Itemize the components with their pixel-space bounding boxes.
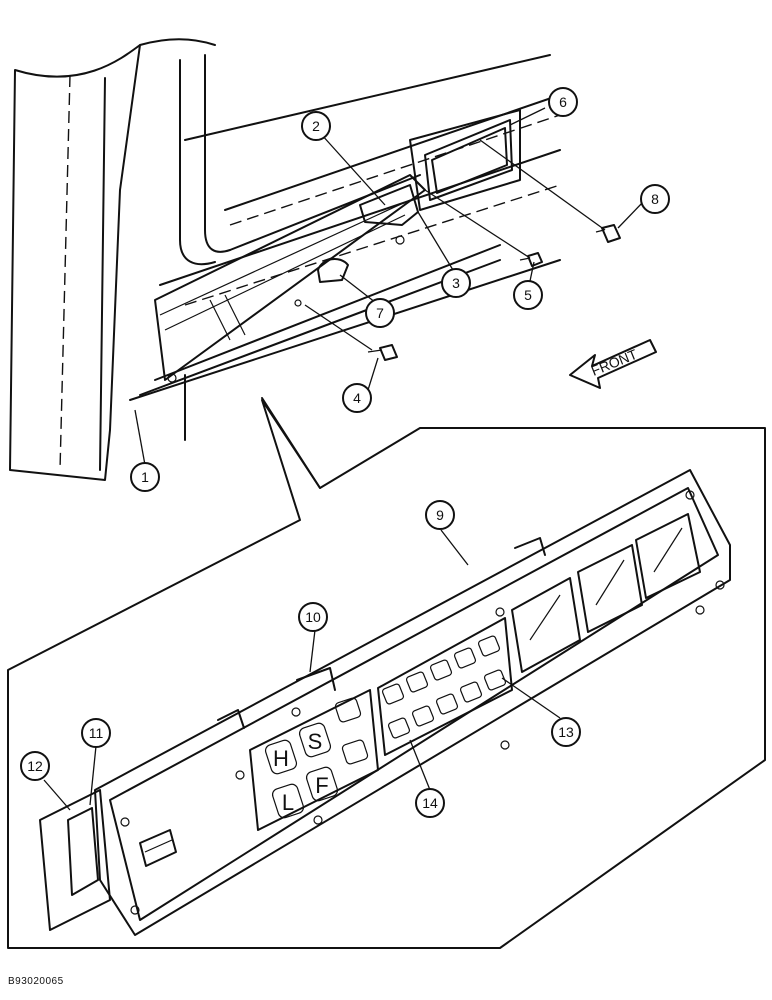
key-switch-pad: H S L F (249, 689, 379, 831)
svg-text:6: 6 (559, 94, 567, 110)
svg-text:11: 11 (89, 725, 104, 741)
gauge-2 (577, 544, 643, 633)
svg-text:13: 13 (558, 724, 574, 740)
screw-8 (595, 224, 621, 243)
svg-text:4: 4 (353, 390, 361, 406)
indicator-cluster (377, 617, 513, 756)
screw-4 (367, 344, 398, 361)
svg-text:1: 1 (141, 469, 149, 485)
callout-6: 6 (548, 87, 578, 117)
callout-13: 13 (551, 717, 581, 747)
callout-9: 9 (425, 500, 455, 530)
callout-1: 1 (130, 462, 160, 492)
svg-text:5: 5 (524, 287, 532, 303)
key-h-label: H (273, 746, 289, 771)
svg-text:10: 10 (305, 609, 321, 625)
svg-text:8: 8 (651, 191, 659, 207)
recess-panel (409, 109, 521, 211)
cab-frame (9, 38, 561, 481)
callout-7: 7 (365, 298, 395, 328)
callout-4: 4 (342, 383, 372, 413)
front-label: FRONT (589, 346, 640, 379)
svg-text:12: 12 (27, 758, 43, 774)
trim-panel (139, 174, 501, 396)
svg-text:14: 14 (422, 795, 438, 811)
callout-group: 1 2 3 4 5 6 7 8 9 10 11 12 13 14 (20, 87, 670, 818)
leader-lines-upper (134, 107, 645, 466)
callout-8: 8 (640, 184, 670, 214)
callout-14: 14 (415, 788, 445, 818)
callout-5: 5 (513, 280, 543, 310)
leader-lines-lower (43, 529, 561, 811)
callout-2: 2 (301, 111, 331, 141)
key-l-label: L (282, 790, 294, 815)
callout-11: 11 (81, 718, 111, 748)
callout-12: 12 (20, 751, 50, 781)
key-f-label: F (315, 773, 328, 798)
callout-10: 10 (298, 602, 328, 632)
gauge-3 (635, 513, 701, 599)
gauge-1 (511, 577, 581, 673)
front-direction-arrow: FRONT (569, 339, 657, 389)
detail-frame (7, 397, 766, 949)
svg-text:2: 2 (312, 118, 320, 134)
callout-3: 3 (441, 268, 471, 298)
svg-text:7: 7 (376, 305, 384, 321)
figure-id: B93020065 (8, 976, 64, 987)
svg-text:3: 3 (452, 275, 460, 291)
screw-5 (519, 252, 543, 267)
key-s-label: S (308, 729, 323, 754)
svg-text:9: 9 (436, 507, 444, 523)
monitor-panel-assembly (39, 469, 731, 936)
